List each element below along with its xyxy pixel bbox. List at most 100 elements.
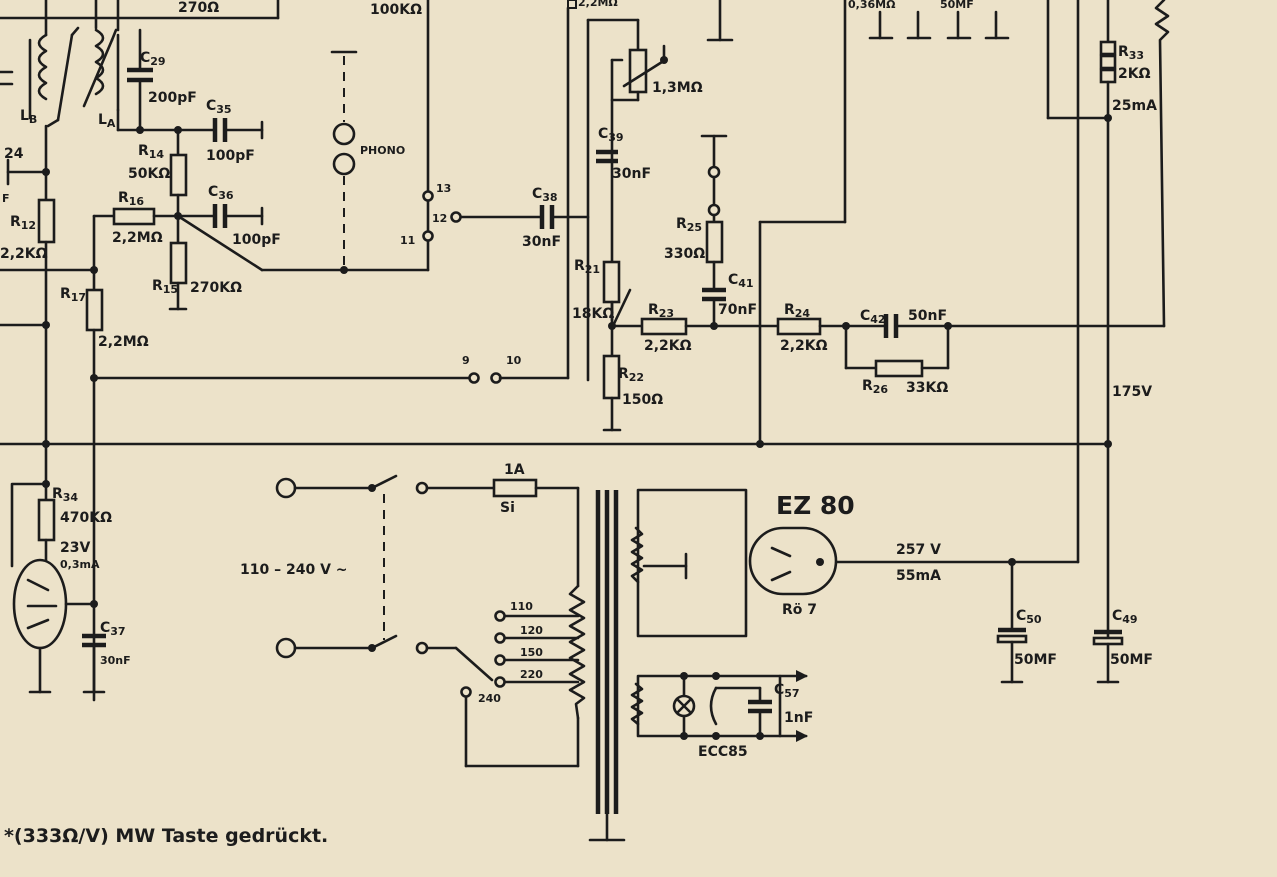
label-257v: 257 V: [896, 542, 941, 558]
resistor-r33-b: [1099, 54, 1117, 70]
label-fuse-value: 1A: [504, 462, 525, 478]
label-c39-value: 30nF: [612, 166, 651, 182]
label-tap-150: 150: [520, 646, 543, 659]
label-la: LA: [98, 112, 116, 130]
label-r22: R22: [618, 366, 644, 384]
mains-switch-contact-lower: [415, 641, 429, 655]
label-c49-value: 50MF: [1110, 652, 1153, 668]
label-r15-value: 270KΩ: [190, 280, 242, 296]
label-ecc85: ECC85: [698, 744, 748, 760]
heater-winding-section: C57 1nF ECC85: [630, 670, 813, 760]
top-edge-fragments: 270Ω 100KΩ 2,2MΩ 0,36MΩ 50MF: [0, 0, 1010, 446]
label-c50: C50: [1016, 608, 1042, 626]
resistor-r17: [85, 288, 104, 332]
label-left-24: 24: [4, 146, 24, 162]
switch-contact-13: [422, 190, 434, 202]
mains-switch-contact-upper: [415, 481, 429, 495]
resistor-r25: [705, 220, 724, 264]
phono-jack-upper: [332, 122, 356, 146]
oscillator-coil-section: C29 200pF LB LA C35 100pF R14 50KΩ R16 2…: [0, 0, 476, 702]
label-175v: 175V: [1112, 384, 1152, 400]
label-c42: C42: [860, 308, 886, 326]
resistor-r12: [37, 198, 56, 244]
switch-contact-r25-lower: [707, 203, 721, 217]
resistor-r14: [169, 153, 188, 197]
tap-150: [494, 654, 506, 666]
resistor-r15: [169, 241, 188, 285]
label-r24-value: 2,2KΩ: [780, 338, 828, 354]
label-r25-value: 330Ω: [664, 246, 705, 262]
switch-contact-12: [450, 211, 462, 223]
label-c38-value: 30nF: [522, 234, 561, 250]
label-switch-9: 9: [462, 354, 470, 367]
label-tap-240: 240: [478, 692, 501, 705]
potentiometer-volume: [628, 48, 648, 94]
resistor-r21: [602, 260, 621, 304]
mains-terminal-upper: [275, 477, 297, 499]
label-r12-value: 2,2KΩ: [0, 246, 48, 262]
label-r15: R15: [152, 278, 178, 296]
label-r21: R21: [574, 258, 600, 276]
label-phono: PHONO: [360, 144, 405, 157]
label-c41: C41: [728, 272, 754, 290]
resistor-r33-a: [1099, 40, 1117, 56]
label-c49: C49: [1112, 608, 1138, 626]
label-r26: R26: [862, 378, 888, 396]
label-c57: C57: [774, 682, 800, 700]
label-switch-10: 10: [506, 354, 522, 367]
primary-winding: [568, 584, 586, 720]
label-top-036: 0,36MΩ: [848, 0, 896, 11]
label-r23-value: 2,2KΩ: [644, 338, 692, 354]
label-left-f: F: [2, 192, 10, 205]
label-fuse-name: Si: [500, 500, 515, 516]
label-c41-value: 70nF: [718, 302, 757, 318]
coil-lb: [37, 33, 48, 101]
resistor-r16: [112, 207, 156, 226]
resistor-r33-c: [1099, 68, 1117, 84]
label-r22-value: 150Ω: [622, 392, 663, 408]
label-top-100k: 100KΩ: [370, 2, 422, 18]
label-top-22m: 2,2MΩ: [578, 0, 618, 9]
tap-240: [460, 686, 472, 698]
secondary-hv-winding-box: [636, 488, 748, 638]
label-c38: C38: [532, 186, 558, 204]
label-c37-value: 30nF: [100, 654, 131, 667]
label-switch-13: 13: [436, 182, 451, 195]
tuning-tube-stage: R34 470KΩ 23V 0,3mA C37 30nF: [10, 442, 131, 694]
coil-la: [94, 28, 105, 96]
mains-transformer-section: 1A Si 110 – 240 V ~ 110 120 150 220 240: [240, 462, 748, 842]
footnote: *(333Ω/V) MW Taste gedrückt.: [4, 825, 328, 847]
label-r34: R34: [52, 486, 78, 504]
label-r14-value: 50KΩ: [128, 166, 170, 182]
label-tap-110: 110: [510, 600, 533, 613]
secondary-hv-winding: [630, 526, 644, 584]
label-r17: R17: [60, 286, 86, 304]
rectifier-tube-ez80: EZ 80 Rö 7 257 V 55mA: [748, 491, 941, 618]
audio-preamp-section: C38 30nF 1,3MΩ C39 30nF R21 18KΩ R22 150…: [459, 18, 1166, 432]
switch-contact-11: [422, 230, 434, 242]
label-23v: 23V: [60, 540, 90, 556]
label-c35-value: 100pF: [206, 148, 255, 164]
label-r26-value: 33KΩ: [906, 380, 948, 396]
label-c29-value: 200pF: [148, 90, 197, 106]
label-lb: LB: [20, 108, 37, 126]
label-r12: R12: [10, 214, 36, 232]
switch-contact-9: [468, 372, 480, 384]
resistor-r23: [640, 317, 688, 336]
label-switch-12: 12: [432, 212, 447, 225]
fuse: [492, 478, 538, 498]
resistor-r26: [874, 359, 924, 378]
label-r33-value: 2KΩ: [1118, 66, 1151, 82]
tap-110: [494, 610, 506, 622]
label-r24: R24: [784, 302, 810, 320]
label-ez80: EZ 80: [776, 491, 855, 520]
label-c42-value: 50nF: [908, 308, 947, 324]
heater-winding-box: [636, 674, 782, 738]
tube-heater-ecc85: [709, 686, 718, 726]
label-c57-value: 1nF: [784, 710, 813, 726]
label-r16-value: 2,2MΩ: [112, 230, 163, 246]
rectifier-tube: [748, 526, 838, 596]
label-r14: R14: [138, 143, 164, 161]
label-c39: C39: [598, 126, 624, 144]
label-c37: C37: [100, 620, 126, 638]
